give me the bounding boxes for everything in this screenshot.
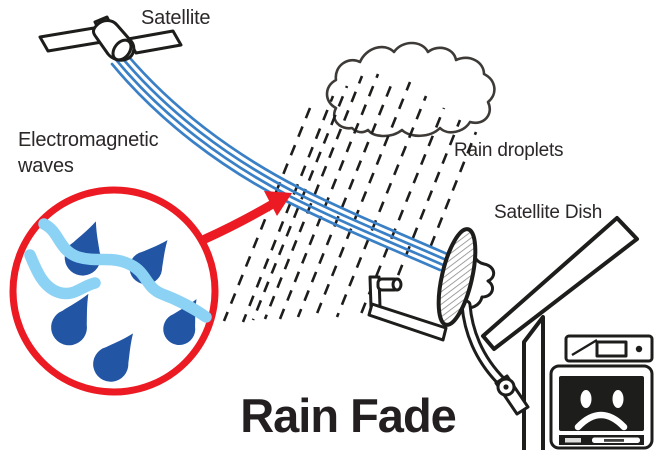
- rain-dashes-icon: [222, 73, 478, 323]
- set-top-box-icon: [564, 334, 654, 363]
- electromagnetic-waves-label: Electromagnetic waves: [18, 129, 159, 177]
- tv-sad-face-icon: [549, 334, 654, 450]
- magnifier-circle-icon: [9, 186, 219, 396]
- diagram-title: Rain Fade: [240, 389, 457, 442]
- dish-reflector: [436, 227, 478, 327]
- dish-feed-arm: [367, 275, 448, 342]
- cloud-icon: [325, 41, 496, 138]
- sad-face: [574, 390, 628, 431]
- satellite-dish-label: Satellite Dish: [494, 202, 603, 223]
- tv-screen: [559, 376, 644, 431]
- satellite-dish-icon: [367, 227, 530, 416]
- zoom-arrow-icon: [200, 191, 292, 244]
- roof-icon: [481, 216, 639, 450]
- wave-ribbon-icon: [24, 218, 212, 323]
- satellite-label: Satellite: [141, 7, 211, 29]
- satellite-icon: [38, 15, 183, 62]
- rain-droplets-label: Rain droplets: [454, 140, 564, 161]
